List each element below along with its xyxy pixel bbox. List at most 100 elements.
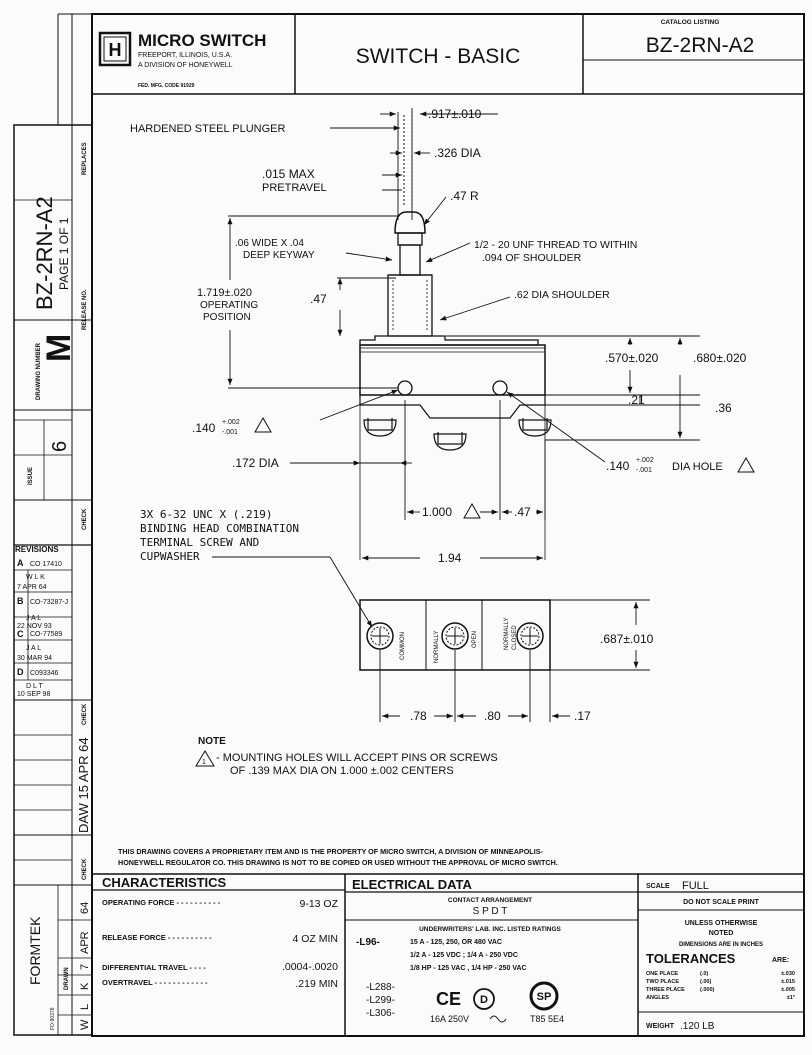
- screw-4: CUPWASHER: [140, 550, 200, 563]
- dim-47b: .47: [514, 505, 531, 519]
- logo-box: [98, 31, 132, 67]
- note-1-triangle-icon: [737, 456, 755, 473]
- tolerance-label: TWO PLACE: [646, 979, 679, 985]
- check-label-3: CHECK: [82, 858, 88, 880]
- characteristic-row: RELEASE FORCE - - - - - - - - - - 4 OZ M…: [102, 933, 338, 945]
- tolerance-value: ±.030: [781, 971, 795, 977]
- drawn-label: DRAWN: [64, 967, 70, 990]
- sidebar-page-info: PAGE 1 OF 1: [57, 217, 71, 290]
- revisions-label: REVISIONS: [15, 545, 59, 554]
- tolerance-row: ONE PLACE (.0) ±.030: [646, 971, 795, 977]
- release-label: RELEASE NO.: [82, 289, 88, 330]
- dim-172: .172 DIA: [232, 456, 279, 470]
- logo-inner: [103, 36, 127, 62]
- form-number: FO-90378: [50, 1007, 56, 1030]
- tolerance-value: ±1°: [787, 995, 795, 1001]
- term-nc-1: NORMALLY: [504, 617, 510, 650]
- op-pos-3: POSITION: [203, 312, 251, 323]
- keyway-1: .06 WIDE X .04: [235, 238, 304, 249]
- code-l288: -L288-: [366, 982, 395, 993]
- drawn-col-k: K: [79, 982, 91, 990]
- term-no-2: OPEN: [472, 631, 478, 648]
- tolerance-row: ANGLES ±1°: [646, 995, 795, 1001]
- company-division: A DIVISION OF HONEYWELL: [138, 62, 233, 69]
- characteristic-label: OVERTRAVEL - - - - - - - - - - - -: [102, 978, 208, 987]
- revision-by: J A L: [26, 615, 41, 622]
- rating-line: 15 A - 125, 250, OR 480 VAC: [410, 939, 502, 946]
- op-pos-1: 1.719±.020: [197, 287, 252, 299]
- revision-row: D C093346 D L T 10 SEP 98: [17, 667, 59, 698]
- characteristics-table: CHARACTERISTICS OPERATING FORCE - - - - …: [102, 875, 339, 990]
- note-line-1: - MOUNTING HOLES WILL ACCEPT PINS OR SCR…: [216, 752, 498, 764]
- revision-letter: C: [17, 629, 24, 639]
- screw-1: 3X 6-32 UNC X (.219): [140, 508, 272, 521]
- dim-326: .326 DIA: [434, 146, 481, 160]
- dim-194: 1.94: [438, 551, 462, 565]
- term-common: COMMON: [400, 632, 406, 660]
- hole-left-tol-plus: +.002: [222, 419, 240, 426]
- dim-78: .78: [410, 709, 427, 723]
- dim-687: .687±.010: [600, 632, 654, 646]
- revision-row: A CO 17410 W L K 7 APR 64: [17, 558, 62, 591]
- screw-3: TERMINAL SCREW AND: [140, 536, 259, 549]
- dim-36: .36: [715, 401, 732, 415]
- pretravel-1: .015 MAX: [262, 167, 315, 181]
- thread-2: .094 OF SHOULDER: [482, 252, 582, 264]
- term-no-1: NORMALLY: [434, 630, 440, 663]
- title-block-header: H MICRO SWITCH FREEPORT, ILLINOIS, U.S.A…: [98, 14, 804, 94]
- drawing-number-label: DRAWING NUMBER: [36, 342, 42, 400]
- note-number: 1: [202, 759, 206, 766]
- proprietary-line-2: HONEYWELL REGULATOR CO. THIS DRAWING IS …: [118, 858, 558, 867]
- check-label: CHECK: [82, 508, 88, 530]
- revision-letter: A: [17, 558, 24, 568]
- screw-2: BINDING HEAD COMBINATION: [140, 522, 299, 535]
- d-mark-icon: [473, 988, 495, 1010]
- characteristic-value: 4 OZ MIN: [292, 933, 338, 945]
- revision-co: CO 17410: [30, 561, 62, 568]
- drawn-col-7: 7: [79, 964, 91, 970]
- tolerance-row: TWO PLACE (.00) ±.015: [646, 979, 795, 985]
- tolerance-digits: (.00): [700, 979, 711, 985]
- dim-17: .17: [574, 709, 591, 723]
- drawn-col-l: L: [79, 1004, 91, 1010]
- dim-570: .570±.020: [605, 351, 659, 365]
- note-1-triangle-icon: [254, 416, 272, 433]
- characteristic-row: DIFFERENTIAL TRAVEL - - - - .0004-.0020: [102, 961, 338, 973]
- dim-80: .80: [484, 709, 501, 723]
- hole-left-tol-minus: -.001: [222, 429, 238, 436]
- hole-right-tol-plus: +.002: [636, 457, 654, 464]
- weight-label: WEIGHT: [646, 1023, 675, 1030]
- d-mark-letter: D: [480, 994, 488, 1006]
- dimension-lines: [212, 108, 700, 722]
- dim-47: .47: [310, 292, 327, 306]
- tolerance-value: ±.015: [781, 979, 795, 985]
- revision-by: W L K: [26, 574, 45, 581]
- drawn-col-64: 64: [79, 902, 91, 914]
- rating-line: 1/2 A - 125 VDC ; 1/4 A - 250 VDC: [410, 952, 518, 959]
- hole-left: .140: [192, 421, 216, 435]
- proprietary-notice: THIS DRAWING COVERS A PROPRIETARY ITEM A…: [118, 847, 558, 867]
- revision-date: 30 MAR 94: [17, 655, 52, 662]
- characteristic-value: .219 MIN: [295, 978, 338, 990]
- company-name: MICRO SWITCH: [138, 31, 266, 50]
- code-l96: -L96-: [356, 937, 380, 948]
- formtek-label: FORMTEK: [27, 916, 43, 985]
- dims-inches: DIMENSIONS ARE IN INCHES: [679, 942, 763, 948]
- revision-co: C093346: [30, 670, 59, 677]
- shoulder-label: .62 DIA SHOULDER: [514, 289, 610, 301]
- logo-letter: H: [109, 40, 122, 60]
- tolerance-label: THREE PLACE: [646, 987, 685, 993]
- fed-code: FED. MFG. CODE 91929: [138, 83, 195, 89]
- revision-co: CO-73287-J: [30, 599, 68, 606]
- contact-arrangement-label: CONTACT ARRANGEMENT: [448, 897, 532, 904]
- tolerance-row: THREE PLACE (.000) ±.005: [646, 987, 795, 993]
- csa-mark-icon: [529, 981, 559, 1011]
- dia-hole-label: DIA HOLE: [672, 461, 723, 473]
- issue-number: 6: [49, 441, 71, 452]
- dimension-labels: HARDENED STEEL PLUNGER .917±.010 .326 DI…: [130, 107, 747, 777]
- proprietary-line-1: THIS DRAWING COVERS A PROPRIETARY ITEM A…: [118, 847, 543, 856]
- revision-date: 10 SEP 98: [17, 691, 50, 698]
- tolerance-digits: (.0): [700, 971, 708, 977]
- rating-line: 1/8 HP - 125 VAC , 1/4 HP - 250 VAC: [410, 965, 527, 972]
